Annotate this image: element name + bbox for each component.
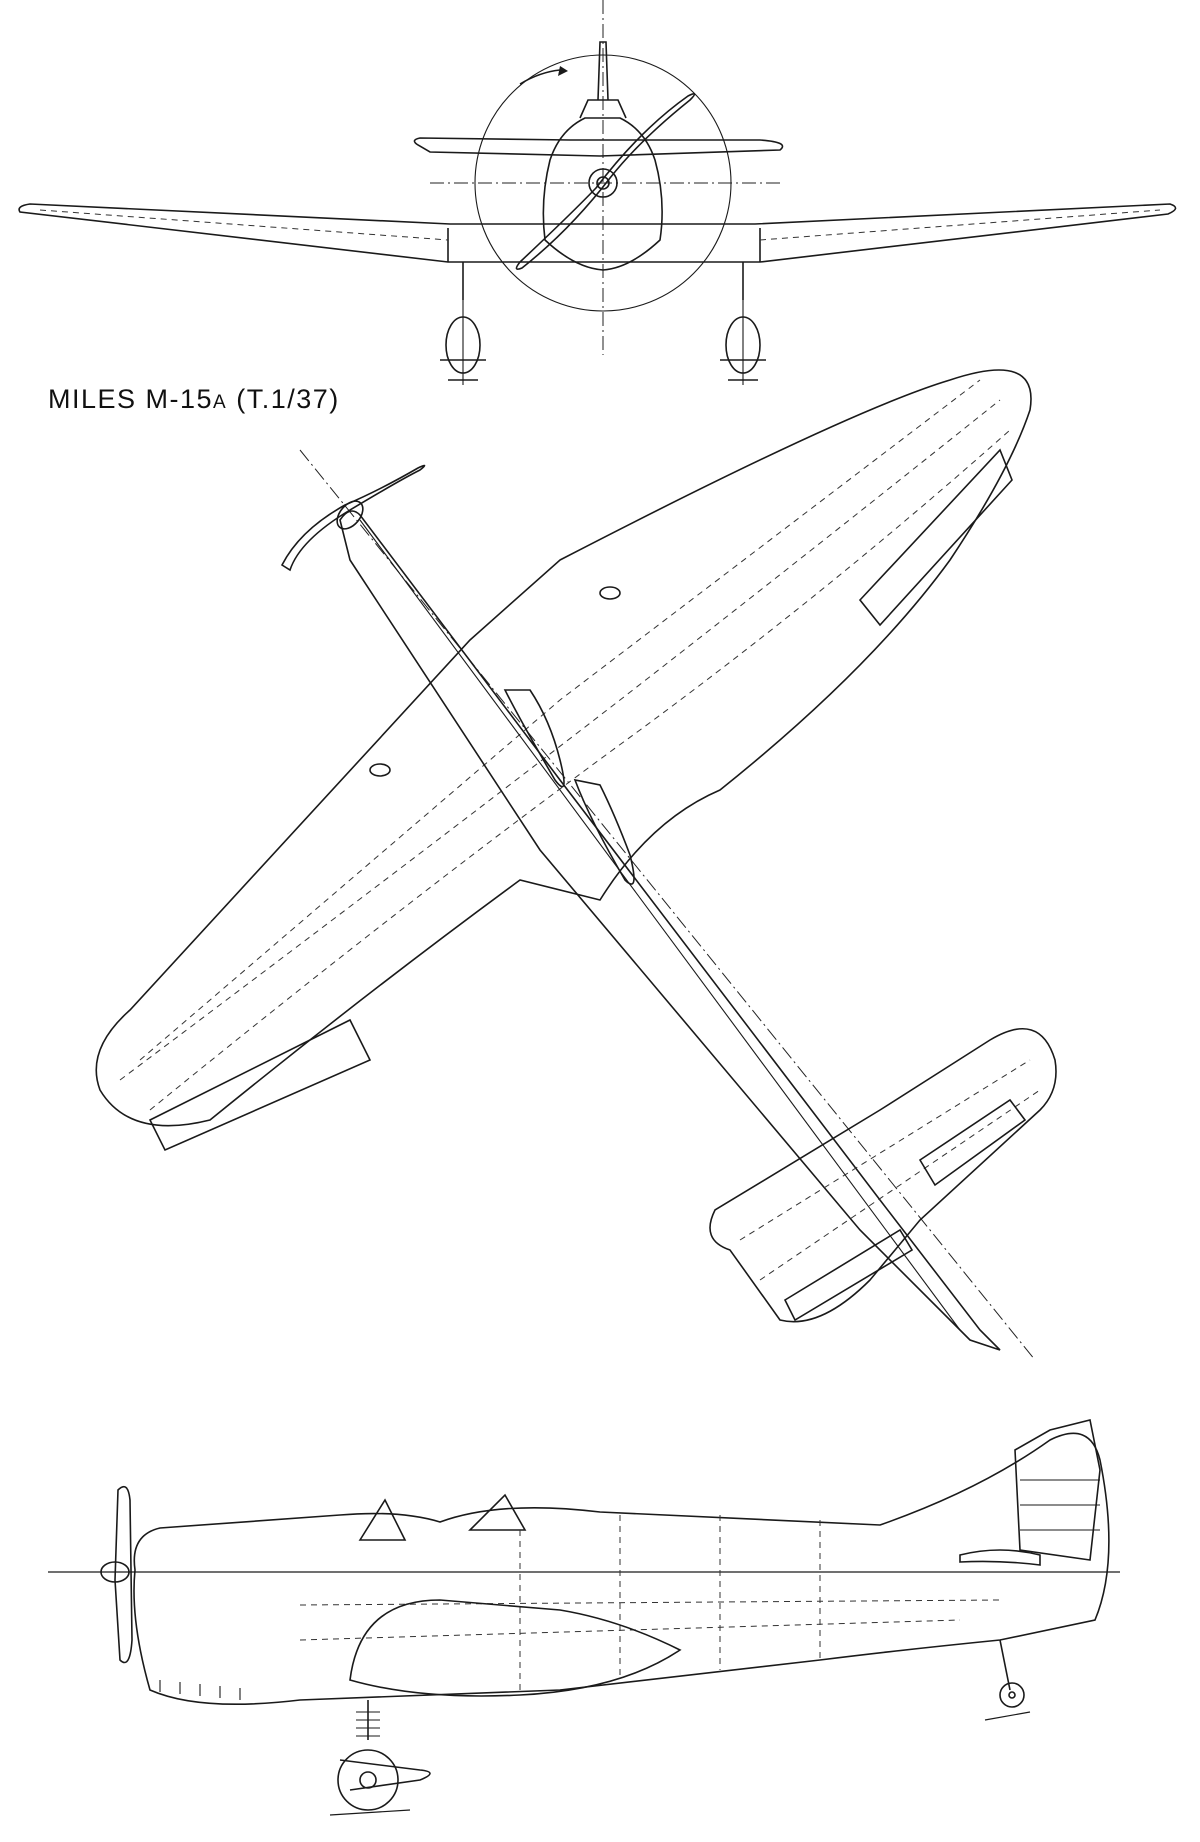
side-fuselage (133, 1432, 1110, 1706)
plan-canopy-front (503, 689, 565, 788)
side-fin (1014, 1419, 1101, 1561)
side-tail-wheel (984, 1639, 1031, 1721)
side-exhausts (159, 1680, 241, 1700)
side-propeller (114, 1485, 133, 1664)
plan-aileron-left (148, 1018, 372, 1152)
propeller-disc (474, 54, 732, 312)
plan-aileron-right (858, 448, 1013, 627)
plan-propeller (280, 464, 426, 572)
side-canopy-front (358, 1498, 407, 1541)
front-tailplane (413, 137, 784, 157)
front-fin (597, 41, 609, 101)
side-main-gear (329, 1700, 431, 1816)
side-tailplane (959, 1549, 1041, 1566)
front-landing-gear-left (440, 262, 486, 385)
plan-canopy-rear (573, 778, 635, 885)
plan-fuselage (339, 510, 1001, 1351)
front-landing-gear-right (720, 262, 766, 385)
side-view (48, 1419, 1120, 1816)
front-wing (18, 203, 1177, 263)
drawing-title: MILES M-15A (T.1/37) (48, 384, 340, 415)
front-propeller (515, 92, 696, 270)
front-view (18, 0, 1177, 385)
side-wing-fairing (349, 1599, 682, 1697)
plan-wing (95, 369, 1032, 1127)
plan-view (95, 369, 1057, 1361)
plan-tailplane (709, 1028, 1057, 1323)
side-canopy-rear (468, 1493, 527, 1531)
title-suffix: A (213, 392, 228, 413)
title-main: MILES M-15 (48, 384, 214, 414)
title-spec: (T.1/37) (236, 384, 340, 414)
front-fuselage (542, 117, 663, 271)
